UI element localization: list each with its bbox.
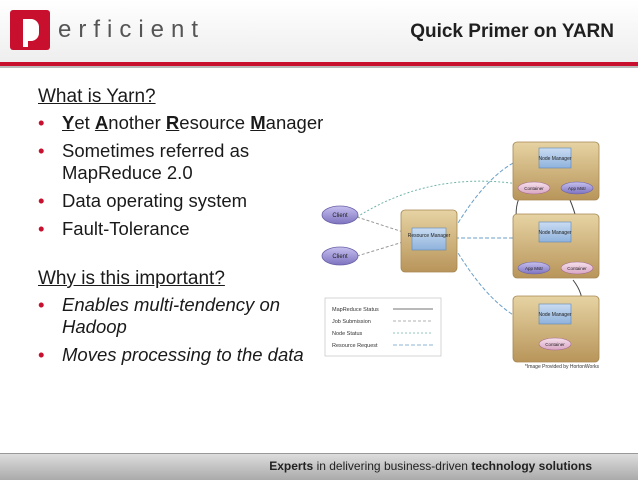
header-rule-shadow — [0, 66, 638, 68]
image-credit: *Image Provided by HortonWorks — [525, 364, 600, 370]
section-why: Why is this important? •Enables multi-te… — [38, 268, 358, 366]
svg-text:Client: Client — [332, 213, 348, 219]
list-item: •Enables multi-tendency on Hadoop — [38, 294, 281, 337]
bullet-icon: • — [38, 294, 45, 315]
svg-text:Node Manager: Node Manager — [538, 312, 571, 318]
yarn-architecture-diagram: Client Client Resource Manager Node Mana… — [321, 141, 600, 370]
resource-manager-box: Resource Manager — [400, 209, 458, 273]
logo-mark-icon — [10, 10, 50, 50]
node-manager-box-1: Node Manager Container App Mstr — [512, 141, 600, 201]
legend-label: Resource Request — [332, 343, 378, 349]
header-rule — [0, 62, 638, 66]
perficient-logo: erficient — [10, 8, 205, 52]
svg-text:Container: Container — [567, 266, 587, 271]
section-heading-why: Why is this important? — [38, 268, 225, 289]
bullet-icon: • — [38, 218, 45, 239]
slide-header: erficient Quick Primer on YARN — [0, 0, 638, 62]
legend-label: Node Status — [332, 331, 363, 337]
legend-label: MapReduce Status — [332, 307, 379, 313]
diagram-legend: MapReduce Status Job Submission Node Sta… — [324, 297, 442, 357]
footer-tagline: Experts in delivering business-driven te… — [269, 459, 592, 473]
svg-text:Container: Container — [524, 186, 544, 191]
svg-text:Container: Container — [545, 342, 565, 347]
section-heading-what: What is Yarn? — [38, 86, 156, 107]
svg-text:Client: Client — [332, 254, 348, 260]
svg-text:Resource Manager: Resource Manager — [408, 233, 451, 239]
client-node-2: Client — [321, 246, 359, 266]
list-item: •Data operating system — [38, 190, 248, 211]
bullet-list-what: •Yet Another Resource Manager •Sometimes… — [38, 112, 358, 240]
client-node-1: Client — [321, 205, 359, 225]
legend-label: Job Submission — [332, 319, 371, 325]
list-item: •Sometimes referred as MapReduce 2.0 — [38, 140, 250, 183]
svg-text:App Mstr: App Mstr — [568, 186, 587, 191]
bullet-icon: • — [38, 344, 45, 365]
bullet-icon: • — [38, 190, 45, 211]
list-item: •Yet Another Resource Manager — [38, 112, 324, 133]
slide-content: What is Yarn? •Yet Another Resource Mana… — [38, 86, 358, 372]
bullet-icon: • — [38, 112, 45, 133]
bullet-icon: • — [38, 140, 45, 161]
slide-title: Quick Primer on YARN — [410, 21, 614, 42]
node-manager-box-3: Node Manager Container — [512, 295, 600, 363]
svg-text:App Mstr: App Mstr — [525, 266, 544, 271]
slide-footer: Experts in delivering business-driven te… — [0, 453, 638, 480]
node-manager-box-2: Node Manager App Mstr Container — [512, 213, 600, 279]
svg-text:Node Manager: Node Manager — [538, 230, 571, 236]
list-item: •Moves processing to the data — [38, 344, 304, 365]
bullet-list-why: •Enables multi-tendency on Hadoop •Moves… — [38, 294, 358, 366]
logo-text: erficient — [58, 16, 206, 43]
svg-text:Node Manager: Node Manager — [538, 156, 571, 162]
list-item: •Fault-Tolerance — [38, 218, 190, 239]
